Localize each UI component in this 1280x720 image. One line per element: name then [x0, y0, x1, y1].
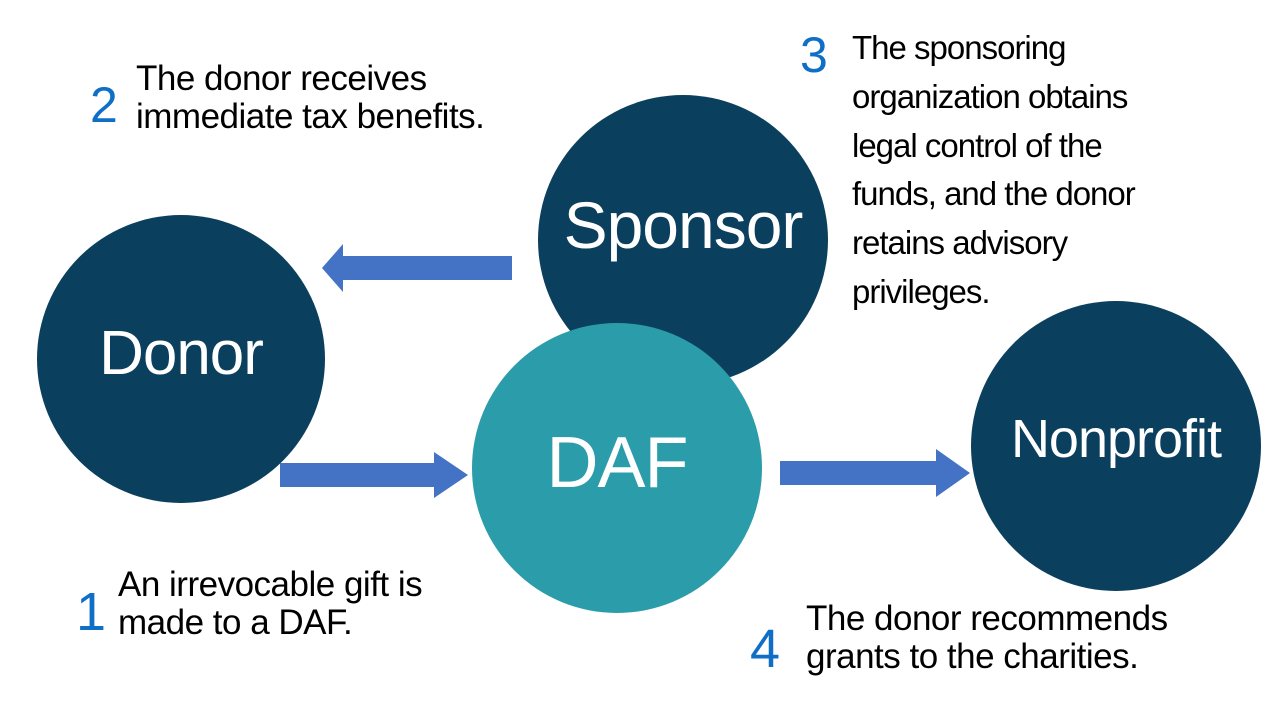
- step-3-line: privileges.: [852, 273, 991, 311]
- step-2-line: The donor receives: [136, 59, 427, 98]
- sponsor-label: Sponsor: [563, 188, 804, 262]
- step-4-number: 4: [750, 619, 781, 679]
- step-1-line: made to a DAF.: [118, 602, 353, 642]
- step-2-text: The donor receives immediate tax benefit…: [136, 59, 485, 136]
- step-3-line: legal control of the: [852, 126, 1103, 164]
- nonprofit-label: Nonprofit: [1010, 408, 1222, 469]
- step-3-line: retains advisory: [852, 224, 1068, 262]
- step-1-line: An irrevocable gift is: [118, 565, 423, 604]
- arrow-daf-to-nonprofit-icon: [780, 449, 970, 497]
- nonprofit-node: Nonprofit: [971, 301, 1261, 591]
- donor-node: Donor: [37, 215, 325, 503]
- step-3-line: The sponsoring: [852, 29, 1066, 66]
- daf-label: DAF: [546, 423, 689, 503]
- arrow-sponsor-to-donor-icon: [322, 244, 512, 292]
- daf-node: DAF: [472, 323, 762, 613]
- step-3-line: organization obtains: [852, 77, 1128, 115]
- step-2-number: 2: [90, 77, 118, 133]
- step-4-line: The donor recommends: [806, 599, 1168, 638]
- step-4-line: grants to the charities.: [806, 636, 1139, 676]
- step-4-text: The donor recommends grants to the chari…: [806, 600, 1168, 676]
- arrow-donor-to-daf-icon: [280, 452, 468, 498]
- step-1-number: 1: [76, 582, 107, 642]
- step-3-text: The sponsoring organization obtains lega…: [852, 24, 1136, 317]
- step-3-number: 3: [800, 27, 828, 83]
- donor-label: Donor: [99, 318, 264, 388]
- step-2-line: immediate tax benefits.: [136, 96, 485, 136]
- step-3-line: funds, and the donor: [852, 175, 1136, 213]
- step-1-text: An irrevocable gift is made to a DAF.: [118, 565, 423, 642]
